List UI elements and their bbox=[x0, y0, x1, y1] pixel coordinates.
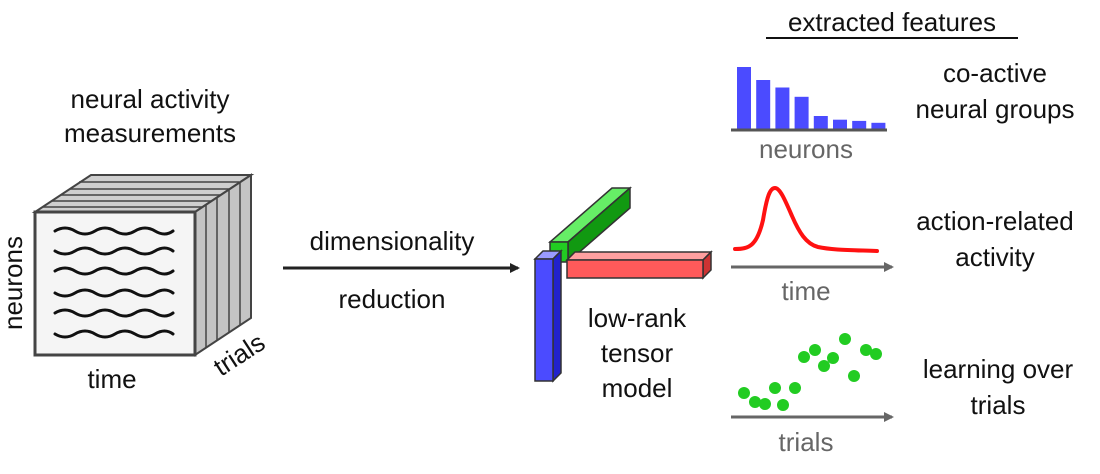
activity-trace bbox=[53, 266, 175, 276]
time-axis-label: time bbox=[781, 276, 830, 306]
activity-trace bbox=[53, 308, 175, 318]
input-title-line2: measurements bbox=[64, 118, 236, 148]
neuron-bar bbox=[833, 119, 847, 129]
neuron-bar bbox=[794, 96, 809, 129]
input-title-line1: neural activity bbox=[71, 84, 230, 114]
trial-point bbox=[759, 398, 771, 410]
neurons-factor-front bbox=[534, 258, 554, 382]
neurons-axis-label: neurons bbox=[759, 134, 853, 164]
trial-point bbox=[798, 351, 810, 363]
neuron-bar bbox=[756, 80, 771, 129]
neurons-factor-bar bbox=[533, 249, 563, 383]
neuron-bar bbox=[852, 120, 867, 129]
axis-label-time: time bbox=[87, 364, 136, 394]
tensor-front-face bbox=[33, 210, 197, 357]
trial-point bbox=[848, 370, 860, 382]
time-factor-top bbox=[565, 251, 713, 261]
trial-point bbox=[818, 360, 830, 372]
trial-point bbox=[827, 352, 839, 364]
trial-point bbox=[809, 344, 821, 356]
activity-trace bbox=[53, 226, 175, 236]
trials-factor-points bbox=[738, 333, 882, 411]
neuron-bar bbox=[775, 87, 790, 129]
trials-desc-line2: trials bbox=[971, 390, 1026, 420]
axis-label-neurons: neurons bbox=[0, 236, 28, 330]
neuron-bar bbox=[737, 67, 751, 129]
trial-point bbox=[870, 348, 882, 360]
trial-point bbox=[769, 382, 781, 394]
neuron-bar bbox=[813, 116, 828, 129]
time-factor-curve bbox=[733, 185, 879, 253]
neurons-factor-side bbox=[552, 249, 562, 383]
time-factor-bar bbox=[565, 250, 713, 280]
trial-point bbox=[839, 333, 851, 345]
trials-axis-label: trials bbox=[779, 427, 834, 457]
activity-trace bbox=[53, 288, 175, 298]
trial-point bbox=[777, 399, 789, 411]
activity-trace bbox=[53, 246, 175, 256]
process-label-line2: reduction bbox=[339, 284, 446, 314]
trial-point bbox=[789, 382, 801, 394]
data-tensor bbox=[31, 173, 255, 357]
trial-point bbox=[738, 387, 750, 399]
trials-desc-line1: learning over bbox=[923, 354, 1074, 384]
time-factor-front bbox=[566, 259, 704, 279]
neurons-desc-line1: co-active bbox=[943, 58, 1047, 88]
neuron-factor-bars bbox=[737, 67, 886, 129]
model-label-line2: tensor bbox=[601, 338, 674, 368]
model-label-line1: low-rank bbox=[588, 303, 687, 333]
process-label-line1: dimensionality bbox=[310, 226, 475, 256]
features-header: extracted features bbox=[788, 7, 996, 37]
trials-factor-bar bbox=[547, 186, 633, 264]
time-desc-line2: activity bbox=[955, 242, 1034, 272]
neurons-desc-line2: neural groups bbox=[916, 94, 1075, 124]
activity-traces bbox=[53, 226, 175, 339]
activity-trace bbox=[53, 329, 175, 339]
tensor-model bbox=[533, 186, 713, 383]
neuron-bar bbox=[871, 122, 886, 129]
trial-point bbox=[749, 396, 761, 408]
model-label-line3: model bbox=[602, 373, 673, 403]
time-desc-line1: action-related bbox=[916, 206, 1074, 236]
trial-point bbox=[860, 344, 872, 356]
